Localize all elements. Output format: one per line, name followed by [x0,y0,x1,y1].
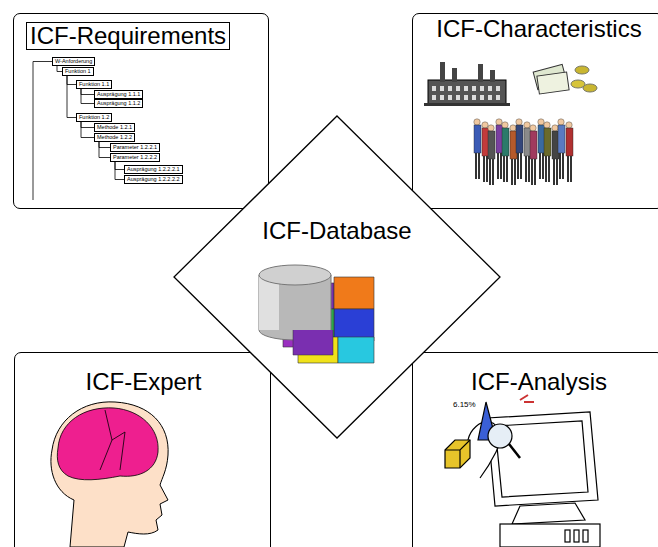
module-box: ICF-Expert [14,352,271,547]
database-icon [259,265,374,363]
tree-item: Ausprägung 1.1.2 [94,99,143,108]
tree-item: Methode 1.2.1 [94,123,135,132]
module-title: ICF-Characteristics [436,16,641,42]
module-title: ICF-Requirements [26,22,230,50]
tree-item: W-Anforderung [52,57,95,66]
computer-analysis-icon [445,395,600,547]
money-icon [533,64,597,94]
tree-item: Funktion 1 [62,67,94,76]
diamond-outline [173,115,501,439]
tree-item: Methode 1.2.2 [94,133,135,142]
tree-item: Funktion 1.2 [76,113,112,122]
tree-item: Parameter 1.2.2.2 [110,153,160,162]
head-profile [51,402,168,547]
module-box: ICF-Analysis [412,352,658,547]
module-title: ICF-Analysis [471,369,607,395]
module-title: ICF-Expert [85,369,201,395]
database-diamond: ICF-Database [173,115,501,439]
module-title: ICF-Database [262,218,411,244]
tree-item: Parameter 1.2.2.1 [110,143,160,152]
tree-item: Ausprägung 1.2.2.2.2 [124,175,183,184]
figure-number: 6.15% [453,400,476,409]
people-group [474,119,573,185]
factory-icon [424,62,510,106]
tree-item: Ausprägung 1.2.2.2.1 [124,165,183,174]
module-box: ICF-Characteristics [412,13,658,209]
tree-item: Funktion 1.1 [76,80,112,89]
tree-item: Ausprägung 1.1.1 [94,90,143,99]
